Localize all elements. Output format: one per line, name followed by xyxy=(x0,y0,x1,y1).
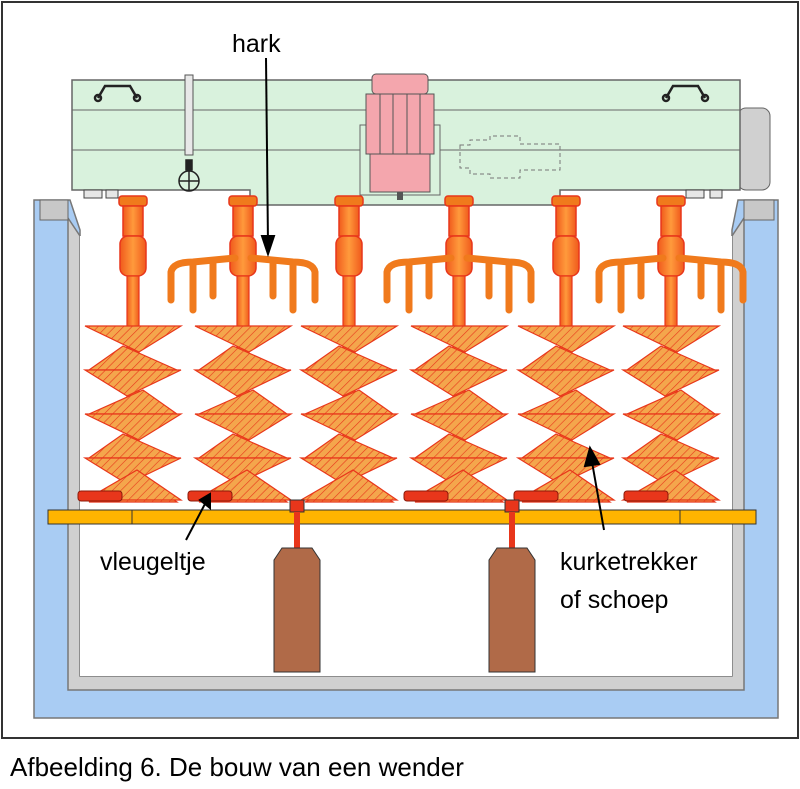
tank-floor xyxy=(80,520,732,676)
shaft-coupling xyxy=(656,195,686,207)
gear-housing-hidden xyxy=(459,135,561,179)
shaft-bearing xyxy=(335,235,363,277)
mixing-shaft xyxy=(82,195,184,503)
hark-rake xyxy=(595,254,747,314)
lifting-handle-icon xyxy=(661,84,710,103)
motor xyxy=(365,73,435,200)
shaft-coupling xyxy=(551,195,581,207)
lifting-handle-icon xyxy=(93,84,142,103)
vleugeltje-pointer xyxy=(185,492,211,541)
shaft-coupling xyxy=(118,195,148,207)
shaft-coupling xyxy=(334,195,364,207)
guide-rod xyxy=(184,74,194,156)
hark-rake xyxy=(383,254,535,314)
shaft-coupling xyxy=(228,195,258,207)
auger-flight xyxy=(298,325,400,503)
right-rail xyxy=(743,199,775,221)
shaft-collar xyxy=(338,205,360,237)
support-post xyxy=(488,499,536,673)
vleugeltje-wing xyxy=(623,490,669,502)
shaft-collar xyxy=(555,205,577,237)
label-vleugeltje: vleugeltje xyxy=(100,548,206,576)
carriage-bolts xyxy=(83,189,723,199)
mixing-shaft xyxy=(298,195,400,503)
kurketrekker-pointer xyxy=(583,445,605,531)
base-beam-end-left xyxy=(47,509,133,525)
base-beam-end-right xyxy=(679,509,757,525)
shaft-collar xyxy=(122,205,144,237)
shaft-coupling xyxy=(444,195,474,207)
vleugeltje-wing xyxy=(77,490,123,502)
lamp-icon xyxy=(178,159,200,192)
label-of-schoep: of schoep xyxy=(560,586,668,614)
base-beam xyxy=(47,509,757,525)
label-hark: hark xyxy=(232,30,281,58)
support-post xyxy=(273,499,321,673)
vleugeltje-wing xyxy=(513,490,559,502)
left-rail xyxy=(39,199,69,221)
label-kurketrekker: kurketrekker xyxy=(560,548,698,576)
shaft-collar xyxy=(232,205,254,237)
shaft-bearing xyxy=(119,235,147,277)
hark-pointer xyxy=(260,57,276,258)
right-end-block xyxy=(737,107,771,191)
auger-flight xyxy=(82,325,184,503)
wings xyxy=(77,490,669,502)
vleugeltje-wing xyxy=(403,490,449,502)
figure-caption: Afbeelding 6. De bouw van een wender xyxy=(10,752,464,782)
shaft-bearing xyxy=(552,235,580,277)
hark-rake xyxy=(167,254,319,314)
shaft-collar xyxy=(660,205,682,237)
shaft-collar xyxy=(448,205,470,237)
